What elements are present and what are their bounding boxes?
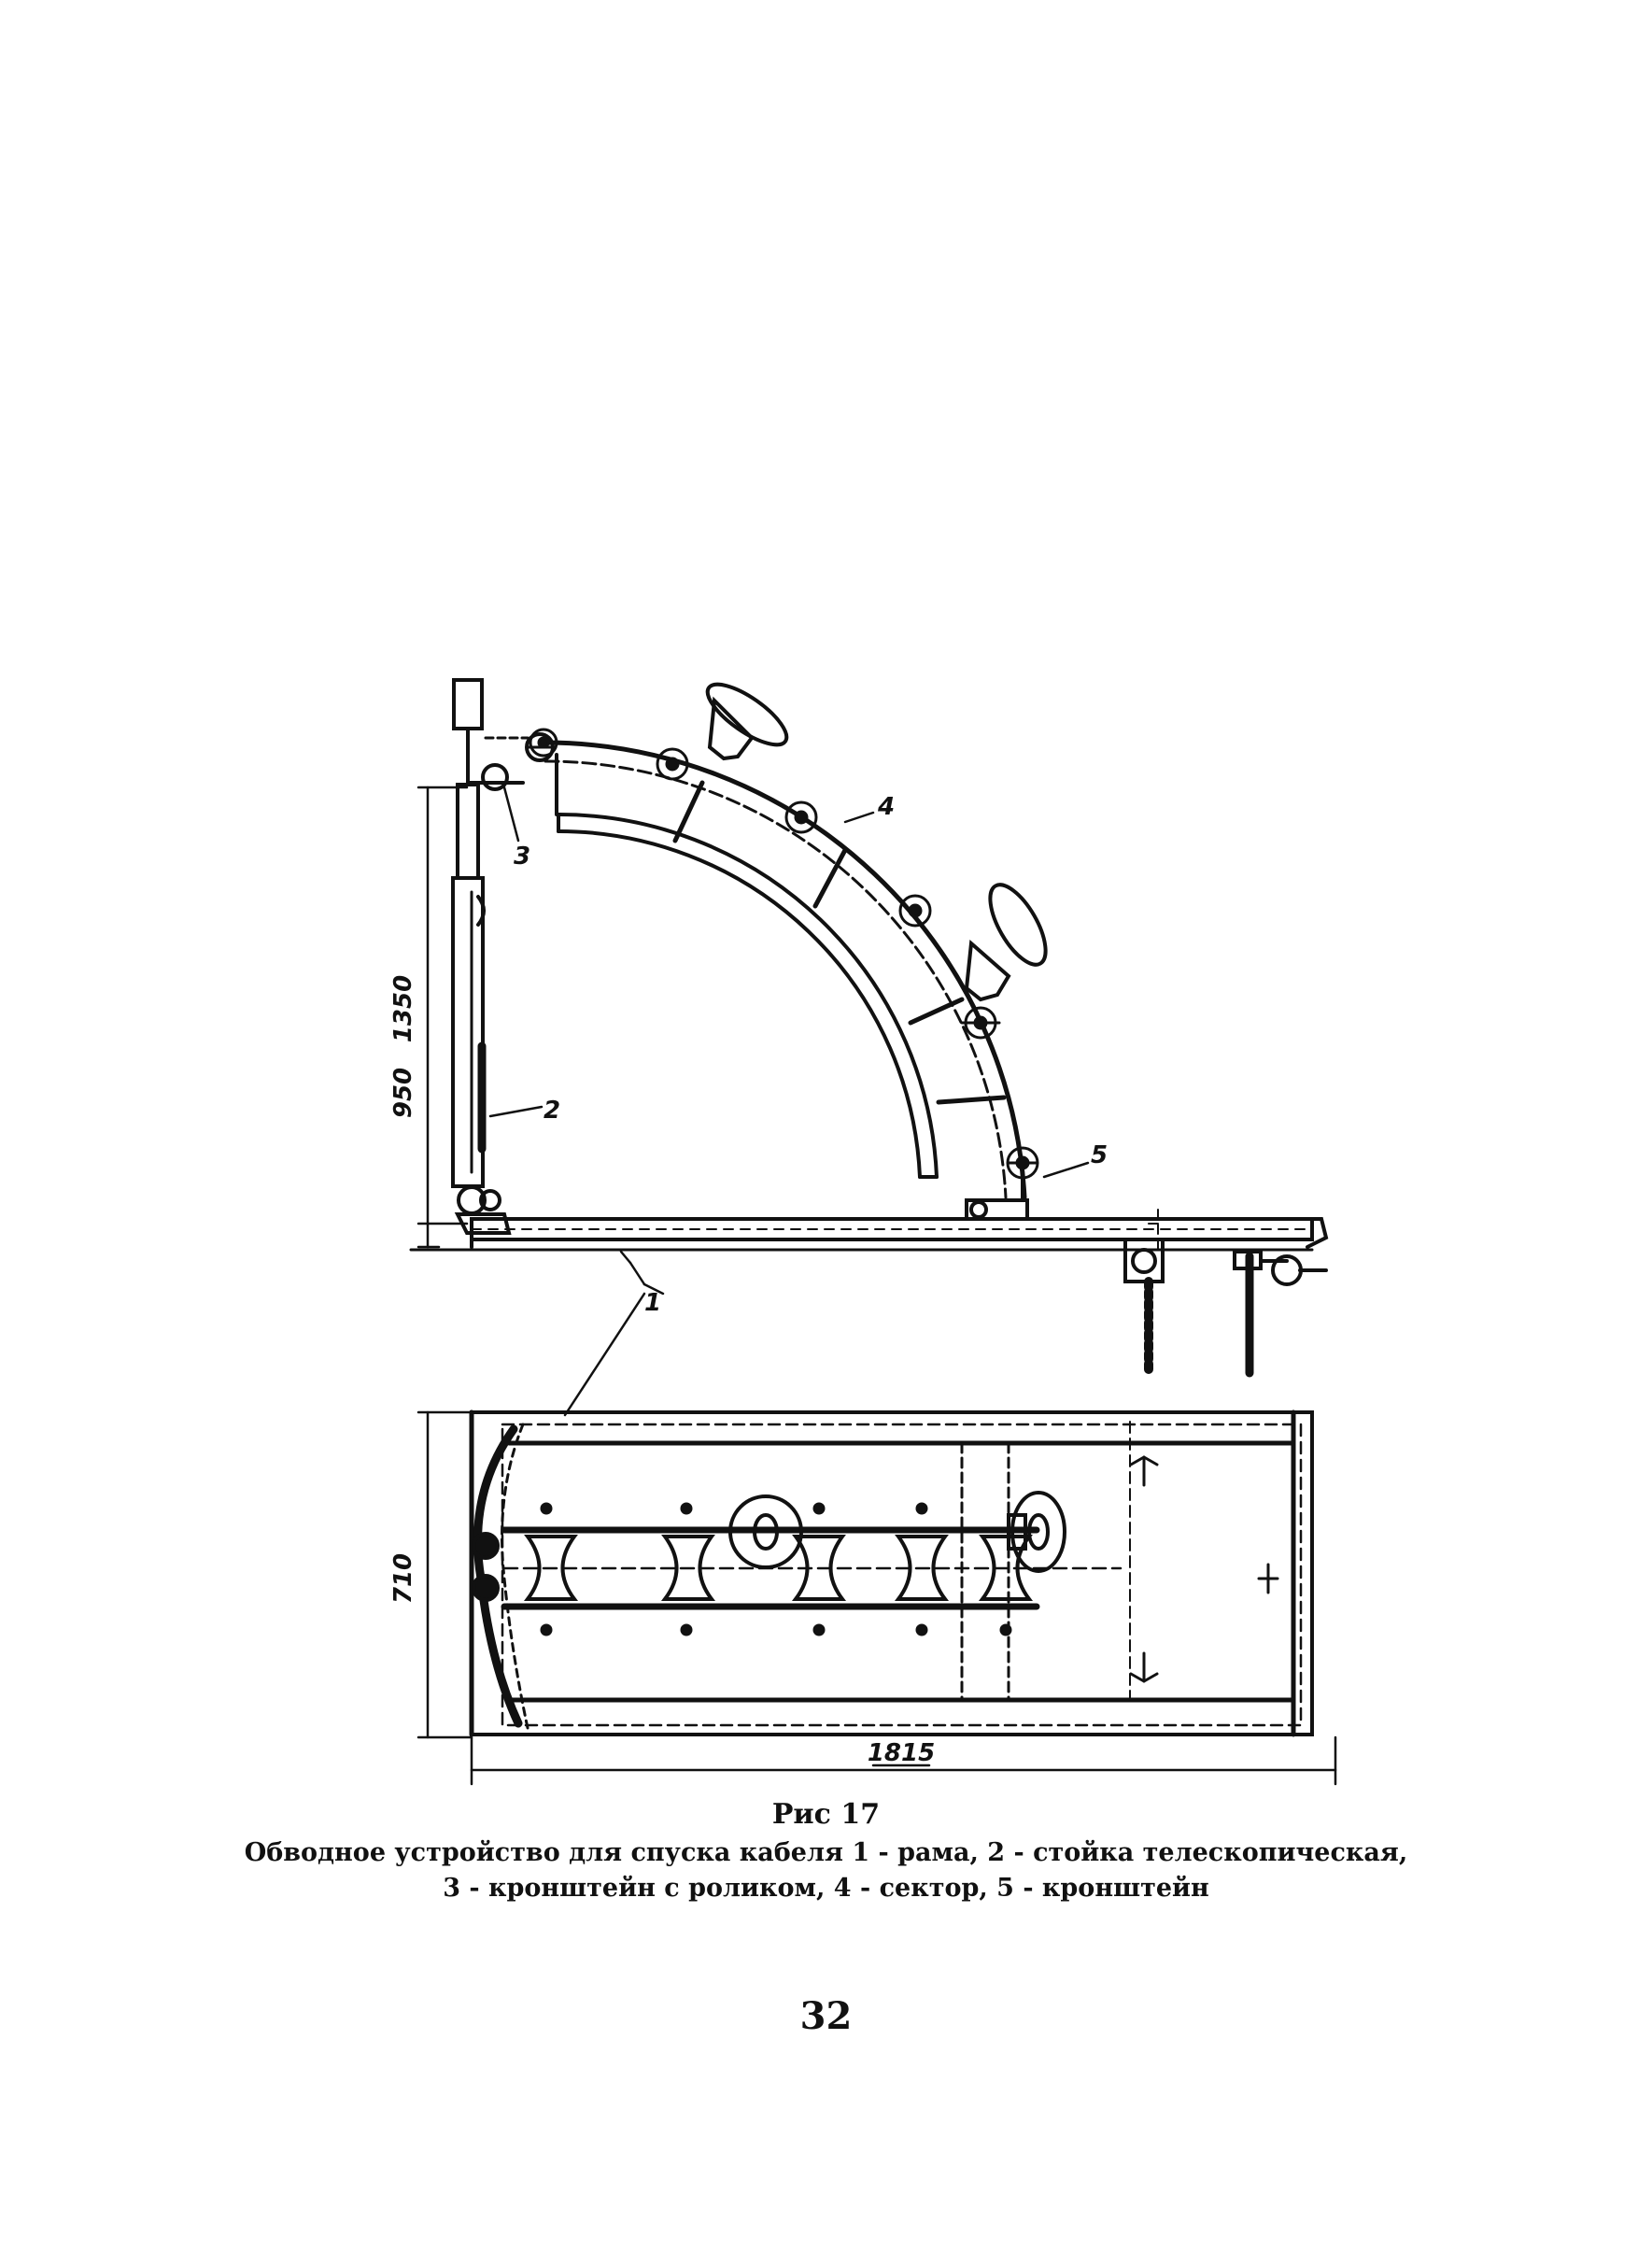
dim-length: 1815 <box>868 1739 935 1767</box>
frame-side <box>470 1217 1329 1378</box>
callout-4: 4 <box>877 793 895 821</box>
height-dimensions <box>417 786 469 1249</box>
sector <box>541 740 1027 1200</box>
width-dimension <box>417 1410 473 1739</box>
arc-rollers <box>529 728 1039 1180</box>
figure-title: Рис 17 <box>771 1798 881 1831</box>
plan-bolts <box>540 1421 1279 1701</box>
plan-view <box>417 1409 1337 1786</box>
leader-lines <box>488 786 1090 1417</box>
side-view <box>409 678 1329 1417</box>
plan-funnels <box>728 1491 1066 1573</box>
dim-height-lower: 950 <box>389 1068 417 1118</box>
telescopic-stand <box>451 678 512 1249</box>
figure-caption-line-1: Обводное устройство для спуска кабеля 1 … <box>244 1838 1408 1867</box>
cable-funnels <box>705 682 1048 1002</box>
dim-height-total: 1350 <box>389 975 417 1042</box>
length-dimension <box>470 1735 1337 1786</box>
page-number: 32 <box>799 1994 853 2038</box>
bracket-5 <box>965 1170 1029 1221</box>
plan-rollers <box>523 1535 1034 1601</box>
dim-width-plan: 710 <box>389 1553 417 1604</box>
callout-3: 3 <box>514 843 530 871</box>
callout-2: 2 <box>544 1097 560 1125</box>
callout-1: 1 <box>644 1289 661 1317</box>
figure-caption-line-2: 3 - кронштейн с роликом, 4 - сектор, 5 -… <box>443 1874 1209 1903</box>
callout-5: 5 <box>1091 1141 1108 1169</box>
